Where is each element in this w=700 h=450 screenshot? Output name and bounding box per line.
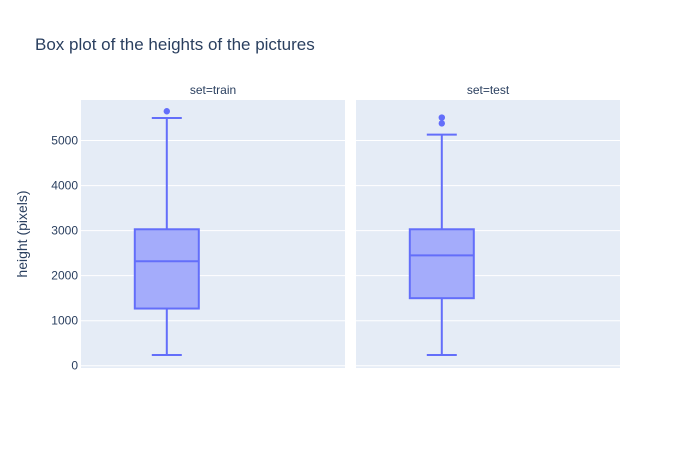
outlier-point <box>438 114 445 121</box>
chart-title: Box plot of the heights of the pictures <box>35 35 315 54</box>
facet-label: set=test <box>467 83 510 97</box>
y-axis-ticks: 0 1000 2000 3000 4000 5000 <box>51 134 78 373</box>
y-tick-label: 4000 <box>51 179 78 193</box>
y-tick-label: 5000 <box>51 134 78 148</box>
y-tick-label: 0 <box>71 359 78 373</box>
facet-panel-2: set=test <box>356 83 620 371</box>
y-tick-label: 2000 <box>51 269 78 283</box>
plot-background <box>356 100 620 368</box>
facets-layer: set=train set=test 0 1000 2000 3000 4000 5000 <box>51 83 620 373</box>
outlier-point <box>163 108 170 115</box>
y-tick-label: 3000 <box>51 224 78 238</box>
outlier-point <box>438 120 445 127</box>
y-axis-title: height (pixels) <box>14 190 30 277</box>
plot-background <box>81 100 345 368</box>
facet-panel-1: set=train <box>81 83 345 371</box>
box-iqr <box>408 228 475 300</box>
y-tick-label: 1000 <box>51 314 78 328</box>
box-iqr <box>133 228 200 310</box>
facet-label: set=train <box>190 83 236 97</box>
